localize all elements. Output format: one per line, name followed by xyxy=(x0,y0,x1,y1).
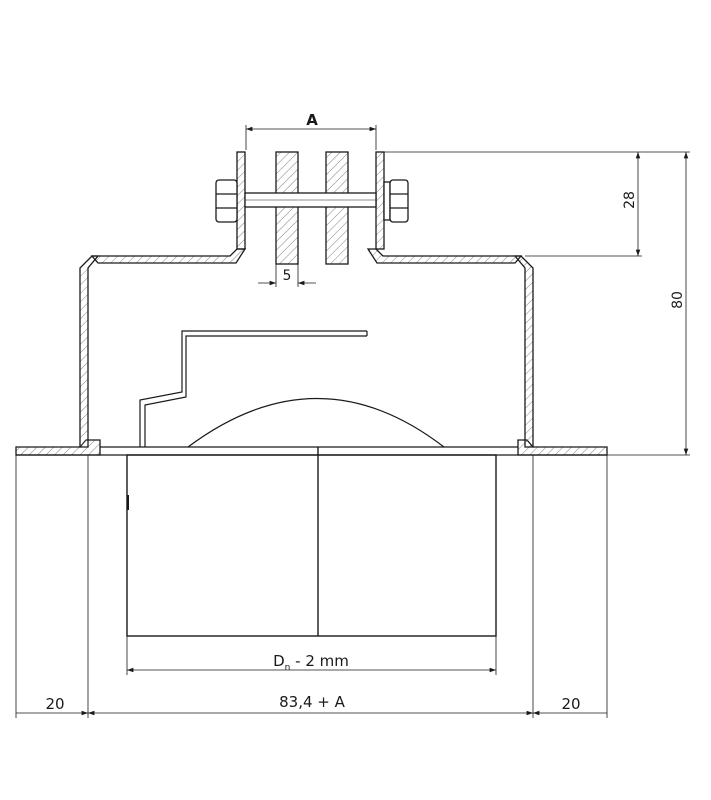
dim-flange-left-label: 20 xyxy=(45,695,64,713)
dim-height-total-label: 80 xyxy=(670,291,686,309)
dim-a-label: A xyxy=(306,111,318,129)
internal-lever xyxy=(139,330,368,447)
bolt-assembly xyxy=(215,179,409,223)
clamp-plate-right xyxy=(325,151,349,265)
right-washer xyxy=(383,181,391,221)
right-wall xyxy=(513,255,534,448)
cylinder xyxy=(126,447,497,637)
dim-diameter-label: Dn - 2 mm xyxy=(273,652,349,673)
right-nut xyxy=(389,179,409,223)
left-bracket xyxy=(236,151,246,250)
dome xyxy=(187,397,445,448)
right-bracket xyxy=(375,151,385,250)
dim-gap-label: 5 xyxy=(283,268,292,284)
clamp-plate-left xyxy=(275,151,299,265)
dim-flange-right-label: 20 xyxy=(561,695,580,713)
dim-height-upper-label: 28 xyxy=(622,191,638,209)
left-wall xyxy=(79,255,100,448)
left-top-plate xyxy=(90,248,247,264)
housing xyxy=(15,151,608,456)
right-top-plate xyxy=(366,248,523,264)
dimension-lines xyxy=(15,125,690,718)
dim-body-width-label: 83,4 + A xyxy=(279,693,346,711)
left-nut xyxy=(215,179,238,223)
